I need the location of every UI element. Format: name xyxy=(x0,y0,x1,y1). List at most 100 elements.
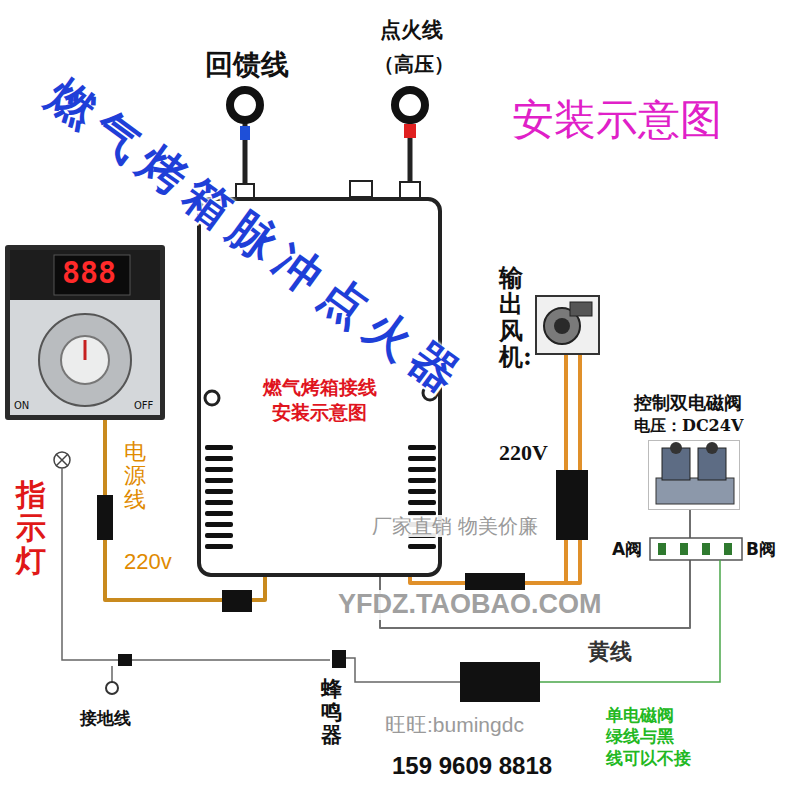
switch-label: OFF xyxy=(134,400,153,411)
watermark: 旺旺:bumingdc xyxy=(385,712,524,737)
valve-wire xyxy=(540,560,720,682)
wire-name: 点火线 xyxy=(380,18,443,43)
buzzer-wire xyxy=(346,658,460,682)
fan-heading: 输出风机: xyxy=(499,265,523,371)
valve-voltage-holder: 电压：DC24V xyxy=(634,416,743,435)
vent-slot xyxy=(408,467,436,472)
heading-label: 安装示意图 xyxy=(512,95,722,145)
indicator-lamp xyxy=(54,452,70,468)
lcd-window xyxy=(54,255,130,295)
wire-color-label-holder: 黄线 xyxy=(588,640,632,664)
buzzer-label: 蜂鸣器 xyxy=(321,678,342,747)
terminal xyxy=(680,543,688,555)
lcd-digits-holder: 888 xyxy=(62,256,116,289)
terminal-strip xyxy=(650,538,742,560)
switch-label-holder: ON xyxy=(14,400,29,411)
vent-slot xyxy=(205,533,233,538)
lamp-label-holder: 指示灯 xyxy=(16,478,46,577)
fan-voltage-holder: 220V xyxy=(499,441,548,465)
wire-name-holder: 点火线 xyxy=(380,18,443,43)
ring-terminal xyxy=(230,90,260,120)
thermostat: 888ON OFF xyxy=(5,245,165,420)
fan-heading-holder: 输出风机: xyxy=(499,265,523,371)
lamp-cross xyxy=(56,454,68,466)
vent-slot xyxy=(408,544,436,549)
power-label: 电源线 xyxy=(124,440,146,513)
solenoid-valve: 控制双电磁阀电压：DC24V xyxy=(648,440,740,510)
switch-label: ON xyxy=(14,400,29,411)
valve-heading-holder: 控制双电磁阀 xyxy=(634,392,742,414)
lamp-cross xyxy=(56,454,68,466)
power-label-holder: 电源线 xyxy=(124,440,146,513)
module-tab xyxy=(350,181,372,197)
wire-connector xyxy=(105,420,265,600)
coil-cap xyxy=(706,442,718,454)
wire-note: （高压） xyxy=(374,52,454,76)
ground-terminal xyxy=(106,682,118,694)
dial-ring xyxy=(39,314,131,406)
heading-label-holder: 安装示意图 xyxy=(512,95,722,145)
vent-slot xyxy=(408,445,436,450)
valve-port-label: A阀 xyxy=(612,540,642,559)
screw-hole xyxy=(205,391,219,405)
vent-slot xyxy=(408,489,436,494)
coil-cap xyxy=(670,442,682,454)
fan-voltage: 220V xyxy=(499,441,548,465)
watermark-holder: 厂家直销 物美价廉 xyxy=(372,515,538,537)
wire-color-label: 黄线 xyxy=(588,640,632,664)
wire-note-holder: （高压） xyxy=(374,52,454,76)
lcd-digits: 888 xyxy=(62,256,116,289)
lamp-wire xyxy=(62,468,330,660)
lamp-label: 指示灯 xyxy=(16,478,46,577)
fan-wire xyxy=(564,355,568,583)
red-sleeve xyxy=(404,124,416,138)
valve-port-label-holder: A阀 xyxy=(612,540,642,559)
ring-terminal xyxy=(395,90,425,120)
power-plug xyxy=(222,590,252,612)
ground-label-holder: 接地线 xyxy=(80,708,131,728)
switch-label-holder: OFF xyxy=(134,400,153,411)
buzzer-label-holder: 蜂鸣器 xyxy=(321,678,342,747)
fan-body xyxy=(537,297,598,353)
inline-connector xyxy=(118,654,132,666)
phone-number: 159 9609 8818 xyxy=(392,752,552,781)
vent-slot xyxy=(205,445,233,450)
watermark: YFDZ.TAOBAO.COM xyxy=(338,590,601,620)
watermark: 厂家直销 物美价廉 xyxy=(372,515,538,537)
wire-name: 回馈线 xyxy=(205,48,289,82)
wiring-note-holder: 单电磁阀 绿线与黑 线可以不接 xyxy=(606,705,706,769)
vent-slot xyxy=(205,467,233,472)
fan-connector xyxy=(556,470,588,540)
valve-voltage: 电压：DC24V xyxy=(634,416,743,435)
vent-slot xyxy=(205,489,233,494)
fan-plug xyxy=(465,573,525,590)
power-connector xyxy=(97,495,113,540)
fan-motor xyxy=(554,318,570,334)
buzzer xyxy=(332,650,346,668)
thermostat-band xyxy=(10,250,160,300)
terminal xyxy=(658,543,666,555)
blower-fan: 输出风机:220V xyxy=(535,295,600,355)
voltage-label: 220v xyxy=(124,550,172,574)
watermark-holder: 旺旺:bumingdc xyxy=(385,712,524,737)
vent-slot xyxy=(408,500,436,505)
watermark-holder: YFDZ.TAOBAO.COM xyxy=(338,590,601,620)
vent-slot xyxy=(205,544,233,549)
wire-connector xyxy=(400,182,420,198)
valve-body xyxy=(656,478,734,504)
vent-slot xyxy=(408,456,436,461)
ground-label: 接地线 xyxy=(80,708,131,728)
ground-wire xyxy=(111,666,113,682)
module-caption: 燃气烤箱接线 安装示意图 xyxy=(255,375,385,424)
terminal xyxy=(724,543,732,555)
wire-name-holder: 回馈线 xyxy=(205,48,289,82)
dial-knob xyxy=(61,336,109,384)
wiring-note: 单电磁阀 绿线与黑 线可以不接 xyxy=(606,705,706,769)
valve-port-label: B阀 xyxy=(746,540,776,559)
vent-slot xyxy=(205,511,233,516)
valve-port-label-holder: B阀 xyxy=(746,540,776,559)
vent-slot xyxy=(205,478,233,483)
vent-slot xyxy=(205,500,233,505)
thermostat-panel xyxy=(10,250,160,415)
fan-outlet xyxy=(570,302,592,316)
